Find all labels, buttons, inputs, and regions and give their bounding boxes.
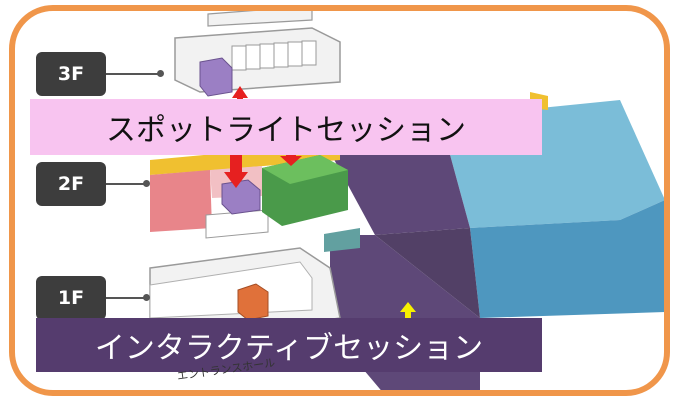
arrow-down-icon-2 [280,148,302,166]
arrow-up-icon [232,86,248,104]
2f-purple-booth [221,179,261,215]
1f-orange-booth [237,283,269,321]
floor-leader-2f [106,180,150,187]
floor-badge-2f: 2F [36,162,106,206]
floor-leader-1f [106,294,150,301]
3f-seat-grid [231,40,317,71]
floor-leader-3f [106,70,164,77]
arrow-up-yellow-icon [400,302,416,322]
spotlight-session-label: スポットライトセッション [30,99,542,155]
floor-badge-1f: 1F [36,276,106,320]
interactive-session-label: インタラクティブセッション [36,318,542,372]
2f-green-booth [262,155,360,252]
floor-3f-area [174,5,341,97]
3f-purple-booth [199,57,233,97]
floor-badge-3f: 3F [36,52,106,96]
arrow-down-icon [224,152,248,188]
highlight-frame [9,5,670,396]
floor-1f-area [149,247,341,333]
red-arrows [224,86,302,188]
